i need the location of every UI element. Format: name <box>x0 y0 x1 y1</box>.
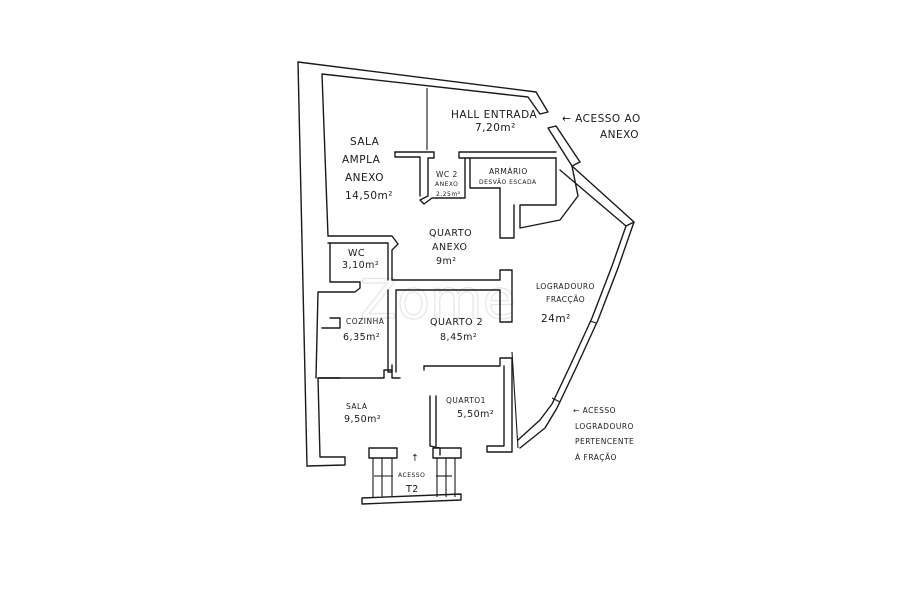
room-armario: ARMÁRIO DESVÃO ESCADA <box>479 167 537 186</box>
svg-text:PERTENCENTE: PERTENCENTE <box>575 437 634 446</box>
svg-text:14,50m²: 14,50m² <box>345 190 393 202</box>
svg-text:QUARTO1: QUARTO1 <box>446 396 486 405</box>
annotation-acesso-t2: ↑ ACESSO T2 <box>398 453 425 495</box>
room-quarto2: QUARTO 2 8,45m² <box>430 317 483 343</box>
svg-text:ANEXO: ANEXO <box>435 181 458 188</box>
svg-text:QUARTO 2: QUARTO 2 <box>430 317 483 328</box>
entrance-steps <box>361 447 462 505</box>
svg-text:AMPLA: AMPLA <box>342 154 381 166</box>
svg-text:ANEXO: ANEXO <box>600 129 639 141</box>
svg-text:ANEXO: ANEXO <box>345 172 384 184</box>
svg-text:SALA: SALA <box>346 402 368 411</box>
svg-text:← ACESSO AO: ← ACESSO AO <box>562 113 641 125</box>
svg-text:← ACESSO: ← ACESSO <box>573 406 616 415</box>
svg-text:ACESSO: ACESSO <box>398 472 425 479</box>
room-cozinha: COZINHA 6,35m² <box>343 317 385 343</box>
svg-text:T2: T2 <box>405 484 419 495</box>
room-quarto-anexo: QUARTO ANEXO 9m² <box>429 228 472 267</box>
svg-text:9,50m²: 9,50m² <box>344 414 381 425</box>
svg-text:LOGRADOURO: LOGRADOURO <box>575 422 634 431</box>
svg-text:24m²: 24m² <box>541 313 571 325</box>
watermark: Zome <box>360 268 516 331</box>
svg-text:8,45m²: 8,45m² <box>440 332 477 343</box>
room-sala-ampla: SALA AMPLA ANEXO 14,50m² <box>342 136 393 202</box>
room-wc2: WC 2 ANEXO 2,25m² <box>435 170 461 198</box>
room-wc: WC 3,10m² <box>342 248 379 271</box>
svg-text:3,10m²: 3,10m² <box>342 260 379 271</box>
svg-text:WC: WC <box>348 248 365 259</box>
svg-text:À FRAÇÃO: À FRAÇÃO <box>575 453 617 462</box>
room-hall: HALL ENTRADA 7,20m² <box>451 109 537 134</box>
svg-text:HALL ENTRADA: HALL ENTRADA <box>451 109 537 121</box>
svg-text:9m²: 9m² <box>436 256 457 267</box>
svg-text:LOGRADOURO: LOGRADOURO <box>536 282 595 291</box>
svg-text:2,25m²: 2,25m² <box>436 191 461 198</box>
outer-walls <box>297 61 635 467</box>
room-quarto1: QUARTO1 5,50m² <box>446 396 494 420</box>
annotation-acesso-logradouro: ← ACESSO LOGRADOURO PERTENCENTE À FRAÇÃO <box>573 406 634 462</box>
svg-text:7,20m²: 7,20m² <box>475 122 516 134</box>
svg-text:6,35m²: 6,35m² <box>343 332 380 343</box>
svg-text:SALA: SALA <box>350 136 380 148</box>
room-logradouro: LOGRADOURO FRACÇÃO 24m² <box>536 282 595 325</box>
svg-text:WC 2: WC 2 <box>436 170 458 179</box>
svg-text:5,50m²: 5,50m² <box>457 409 494 420</box>
svg-text:FRACÇÃO: FRACÇÃO <box>546 295 585 304</box>
annotation-acesso-anexo: ← ACESSO AO ANEXO <box>562 113 641 141</box>
svg-text:QUARTO: QUARTO <box>429 228 472 239</box>
svg-text:COZINHA: COZINHA <box>346 317 385 326</box>
svg-text:ARMÁRIO: ARMÁRIO <box>489 167 528 176</box>
arrow-up-icon: ↑ <box>411 453 419 464</box>
room-sala: SALA 9,50m² <box>344 402 381 425</box>
svg-text:ANEXO: ANEXO <box>432 242 468 253</box>
svg-text:DESVÃO ESCADA: DESVÃO ESCADA <box>479 179 537 186</box>
interior-walls <box>315 88 579 456</box>
